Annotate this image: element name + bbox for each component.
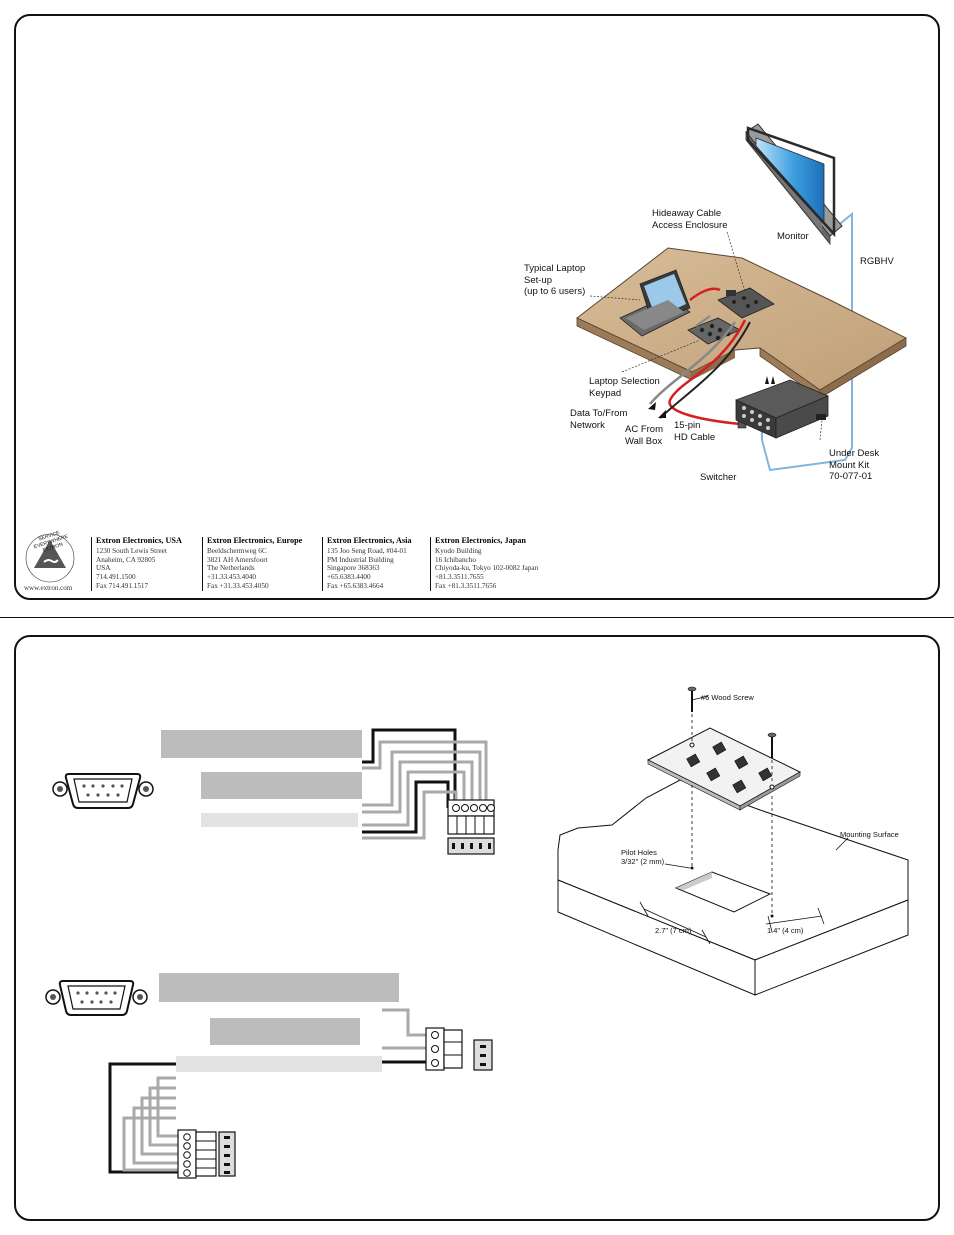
- label-switcher: Switcher: [700, 472, 737, 483]
- terminal-block-icon: [425, 1027, 493, 1071]
- office-line: 16 Ichibancho: [435, 555, 476, 564]
- leader-lines: [589, 231, 823, 441]
- office-line: Singapore 368363: [327, 564, 380, 573]
- label-wood-screw: #6 Wood Screw: [701, 693, 754, 702]
- office-name: Extron Electronics, Europe: [207, 536, 303, 545]
- label-dim-width: 2.7" (7 cm): [655, 926, 692, 935]
- office-line: Chiyoda-ku, Tokyo 102-0082 Japan: [435, 564, 539, 573]
- office-europe: Extron Electronics, Europe Beeldschermwe…: [202, 536, 303, 591]
- label-keypad: Laptop Selection Keypad: [589, 376, 660, 399]
- office-line: Fax +31.33.453.4050: [207, 581, 269, 590]
- office-line: Fax 714.491.1517: [96, 581, 149, 590]
- wiring-text-bar: [176, 1056, 382, 1072]
- office-asia: Extron Electronics, Asia 135 Joo Seng Ro…: [322, 536, 412, 591]
- laptop-icon: [619, 269, 691, 337]
- wire-bundle: [382, 1008, 430, 1064]
- office-line: The Netherlands: [207, 564, 255, 573]
- label-under-desk: Under Desk Mount Kit 70-077-01: [829, 448, 880, 482]
- label-rgbhv: RGBHV: [860, 256, 894, 267]
- db9-connector-icon: [45, 980, 148, 1016]
- label-data: Data To/From Network: [570, 408, 628, 431]
- switcher-icon: [734, 379, 830, 439]
- office-line: +65.6383.4400: [327, 573, 371, 582]
- office-line: Beeldschermweg 6C: [207, 546, 267, 555]
- office-line: Fax +81.3.3511.7656: [435, 581, 497, 590]
- office-name: Extron Electronics, Asia: [327, 536, 412, 545]
- terminal-block-icon: [447, 799, 495, 855]
- network-cable: [649, 315, 751, 419]
- office-line: 714.491.1500: [96, 573, 136, 582]
- office-name: Extron Electronics, Japan: [435, 536, 526, 545]
- label-ac: AC From Wall Box: [625, 424, 663, 447]
- hd-cable: [668, 287, 747, 429]
- office-line: +81.3.3511.7655: [435, 573, 484, 582]
- office-line: 135 Joo Seng Road, #04-01: [327, 546, 407, 555]
- wire-bundle: [362, 728, 488, 840]
- office-usa: Extron Electronics, USA 1230 South Lewis…: [91, 536, 182, 591]
- monitor-icon: [745, 123, 843, 246]
- mounting-surface-icon: [557, 779, 909, 996]
- page-divider: [0, 617, 954, 618]
- wiring-text-bar: [161, 730, 362, 758]
- wiring-text-bar: [159, 973, 399, 1002]
- label-pilot-holes: Pilot Holes 3/32" (2 mm): [621, 848, 665, 866]
- office-japan: Extron Electronics, Japan Kyodo Building…: [430, 536, 539, 591]
- website-link[interactable]: www.extron.com: [24, 584, 73, 592]
- wire-bundle: [108, 1062, 180, 1174]
- label-dim-height: 1.4" (4 cm): [767, 926, 804, 935]
- wall-plate-icon: [646, 727, 802, 811]
- office-line: PM Industrial Building: [327, 555, 394, 564]
- office-name: Extron Electronics, USA: [96, 536, 182, 545]
- dimension-lines: [639, 837, 849, 945]
- office-line: Fax +65.6383.4664: [327, 581, 384, 590]
- label-laptop: Typical Laptop Set-up (up to 6 users): [524, 263, 586, 297]
- label-hideaway: Hideaway Cable Access Enclosure: [652, 208, 728, 231]
- terminal-block-icon: [177, 1129, 236, 1179]
- wiring-text-bar: [201, 772, 362, 799]
- db9-connector-icon: [52, 773, 154, 809]
- guide-lines: [691, 695, 773, 916]
- pilot-hole: [690, 866, 694, 870]
- office-line: Anaheim, CA 92805: [96, 555, 156, 564]
- label-monitor: Monitor: [777, 231, 809, 242]
- wiring-text-bar: [201, 813, 358, 827]
- wood-screw-icon: [687, 686, 777, 758]
- office-line: 1230 South Lewis Street: [96, 546, 167, 555]
- arrow-marks: [648, 376, 775, 418]
- office-line: 3821 AH Amersfoort: [207, 555, 268, 564]
- office-line: Kyodo Building: [435, 546, 482, 555]
- pilot-hole: [770, 914, 774, 918]
- office-line: USA: [96, 564, 111, 573]
- wiring-text-bar: [210, 1018, 360, 1045]
- office-line: +31.33.453.4040: [207, 573, 256, 582]
- enclosure-icon: [717, 287, 775, 319]
- label-mounting-surface: Mounting Surface: [840, 830, 899, 839]
- rgbhv-cable: [761, 211, 853, 472]
- label-hd-cable: 15-pin HD Cable: [674, 420, 716, 443]
